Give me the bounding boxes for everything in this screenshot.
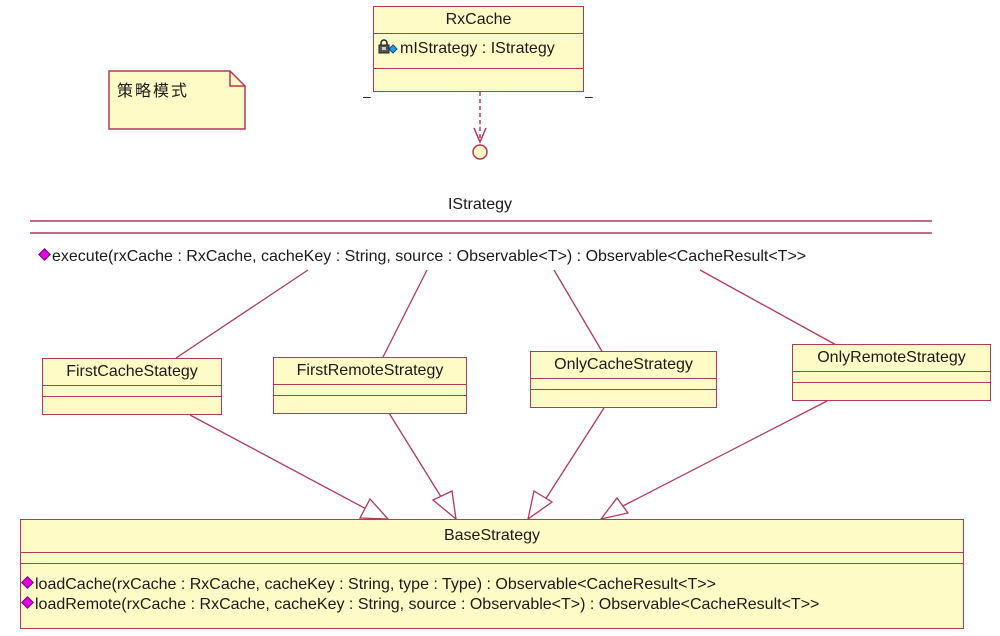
public-operation-diamond-icon: [21, 576, 34, 589]
operations-compartment: [274, 396, 466, 407]
generalization-line-firstremote: [388, 412, 444, 501]
operations-compartment: [793, 383, 990, 394]
class-name: OnlyCacheStrategy: [531, 352, 716, 379]
generalization-arrowhead-firstremote: [431, 490, 457, 521]
realization-line-onlyremote: [699, 269, 839, 347]
realization-line-firstcache: [175, 269, 309, 359]
attributes-compartment: [531, 379, 716, 390]
class-basestrategy[interactable]: BaseStrategy loadCache(rxCache : RxCache…: [20, 519, 964, 629]
interface-lollipop-icon: [472, 144, 488, 160]
operations-compartment: [531, 390, 716, 401]
operation-loadcache[interactable]: loadCache(rxCache : RxCache, cacheKey : …: [21, 575, 963, 595]
attribute-row: mIStrategy : IStrategy: [374, 34, 583, 69]
class-onlyremotestrategy[interactable]: OnlyRemoteStrategy: [792, 344, 991, 401]
class-rxcache[interactable]: RxCache mIStrategy : IStrategy: [373, 6, 584, 92]
operation-text: loadCache(rxCache : RxCache, cacheKey : …: [35, 576, 716, 593]
note-text: 策略模式: [117, 81, 190, 100]
generalization-line-firstcache: [189, 414, 371, 512]
operation-text: execute(rxCache : RxCache, cacheKey : St…: [52, 248, 807, 265]
generalization-arrowhead-onlyremote: [599, 496, 630, 521]
attributes-compartment: [793, 372, 990, 383]
generalization-line-onlyremote: [620, 400, 828, 508]
note-shape: [108, 70, 246, 130]
right-marker: –: [585, 88, 593, 104]
realization-line-onlycache: [553, 269, 604, 354]
attribute-text: mIStrategy : IStrategy: [400, 40, 555, 57]
operation-text: loadRemote(rxCache : RxCache, cacheKey :…: [35, 596, 820, 613]
public-operation-diamond-icon: [38, 248, 51, 261]
public-operation-diamond-icon: [21, 596, 34, 609]
private-attribute-lock-icon: [378, 39, 398, 54]
class-name: BaseStrategy: [21, 520, 963, 553]
class-firstremotestrategy[interactable]: FirstRemoteStrategy: [273, 357, 467, 414]
interface-operation[interactable]: execute(rxCache : RxCache, cacheKey : St…: [38, 247, 806, 267]
operations-compartment: [43, 397, 221, 408]
class-firstcachestategy[interactable]: FirstCacheStategy: [42, 358, 222, 415]
generalization-arrowhead-onlycache: [527, 489, 554, 521]
realization-line-firstremote: [382, 269, 428, 358]
class-name: FirstCacheStategy: [43, 359, 221, 386]
generalization-line-onlycache: [544, 407, 605, 501]
attributes-compartment: [43, 386, 221, 397]
attributes-compartment: [21, 553, 963, 564]
note[interactable]: 策略模式: [109, 71, 245, 129]
operation-loadremote[interactable]: loadRemote(rxCache : RxCache, cacheKey :…: [21, 595, 963, 615]
class-name: FirstRemoteStrategy: [274, 358, 466, 385]
interface-name[interactable]: IStrategy: [447, 196, 513, 213]
operations-compartment: loadCache(rxCache : RxCache, cacheKey : …: [21, 564, 963, 615]
attributes-compartment: [274, 385, 466, 396]
note-fold: [229, 71, 245, 87]
class-onlycachestrategy[interactable]: OnlyCacheStrategy: [530, 351, 717, 408]
left-marker: –: [363, 88, 371, 104]
dependency-arrowhead: [473, 127, 487, 144]
class-name: RxCache: [374, 7, 583, 34]
class-name: OnlyRemoteStrategy: [793, 345, 990, 372]
generalization-arrowhead-firstcache: [358, 497, 390, 520]
